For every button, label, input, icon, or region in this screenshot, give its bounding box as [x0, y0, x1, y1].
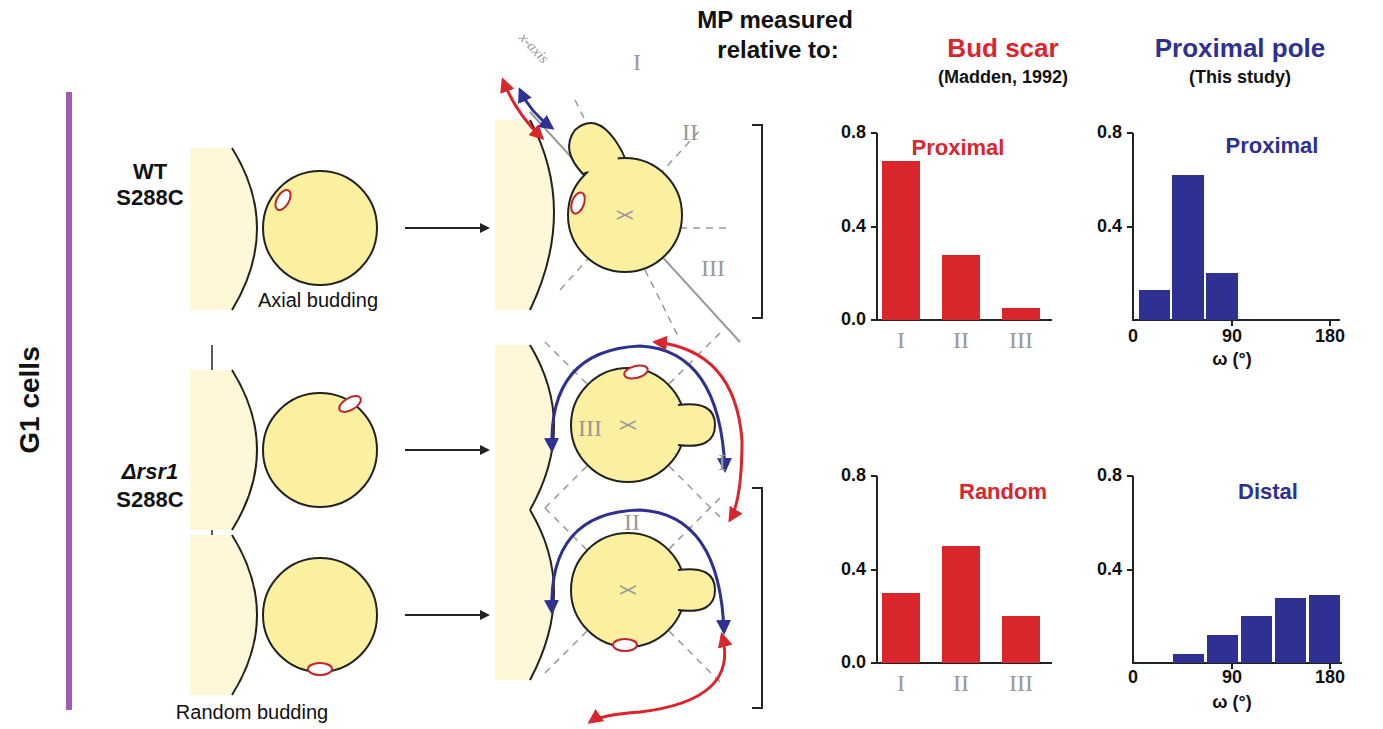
tick-label: 0.8	[841, 123, 866, 143]
bracket	[752, 488, 762, 708]
header-text: MP measured	[697, 7, 853, 33]
strain-label: S288C	[116, 186, 183, 210]
header-text: relative to:	[717, 37, 838, 63]
strain-label: WT	[133, 160, 167, 184]
category-label: III	[1009, 670, 1033, 696]
category-label: III	[1009, 327, 1033, 353]
tick-label: 0	[1128, 668, 1138, 688]
axis-title: ω (°)	[1212, 350, 1251, 370]
column-subheading: (This study)	[1189, 68, 1291, 88]
tick-label: 180	[1315, 327, 1345, 347]
sector-label: II	[682, 119, 698, 145]
budding-label: Random budding	[176, 701, 328, 723]
category-label: II	[953, 327, 969, 353]
category-label: II	[953, 670, 969, 696]
strain-label: Δrsr1	[122, 460, 178, 484]
axis-label: x-axis	[516, 29, 553, 66]
tick-label: 0.0	[841, 653, 866, 673]
strain-label: S288C	[116, 488, 183, 512]
axis-title: ω (°)	[1212, 693, 1251, 713]
tick-label: 0.4	[1097, 560, 1122, 580]
group-bar	[66, 92, 72, 710]
tick-label: 0.4	[841, 217, 866, 237]
chart-title: Proximal	[1226, 134, 1319, 158]
tick-label: 90	[1222, 327, 1242, 347]
column-heading: Proximal pole	[1155, 34, 1326, 63]
sector-label: I	[633, 49, 641, 75]
tick-label: 0	[1128, 327, 1138, 347]
tick-label: 90	[1222, 668, 1242, 688]
tick-label: 0.8	[1097, 466, 1122, 486]
bracket	[752, 125, 762, 318]
chart-title: Distal	[1238, 480, 1298, 504]
budding-label: Axial budding	[258, 289, 378, 311]
chart-title: Proximal	[912, 136, 1005, 160]
tick-label: 0.0	[841, 310, 866, 330]
tick-label: 0.4	[841, 560, 866, 580]
row-group-label: G1 cells	[15, 346, 46, 453]
sector-label: III	[578, 415, 602, 441]
tick-label: 0.8	[841, 466, 866, 486]
tick-label: 0.4	[1097, 217, 1122, 237]
tick-label: 180	[1315, 668, 1345, 688]
category-label: I	[897, 670, 905, 696]
tick-label: 0.8	[1097, 123, 1122, 143]
sector-label: II	[624, 509, 640, 535]
chart-title: Random	[959, 480, 1047, 504]
sector-label: I	[718, 449, 726, 475]
column-subheading: (Madden, 1992)	[938, 68, 1068, 88]
category-label: I	[897, 327, 905, 353]
sector-label: III	[701, 255, 725, 281]
column-heading: Bud scar	[947, 34, 1058, 63]
